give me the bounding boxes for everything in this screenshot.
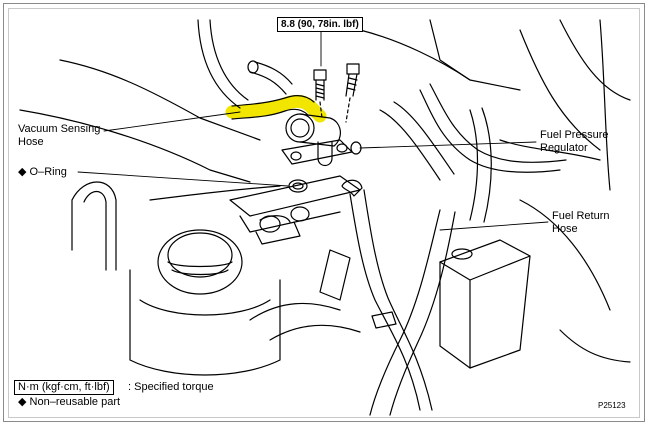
vacuum-hose-highlight: [225, 94, 327, 123]
bolt-left-dash: [319, 101, 323, 119]
torque-spec-box: 8.8 (90, 78in. lbf): [277, 17, 363, 32]
bracket-mid: [319, 249, 351, 301]
left-curved-hose-b: [83, 190, 107, 271]
hose-right-c: [379, 109, 441, 181]
bolt-right: [345, 63, 360, 97]
o-ring: [288, 179, 308, 193]
fender-line-b: [599, 19, 611, 191]
engine-outline-b: [19, 109, 251, 183]
right-box: [439, 239, 531, 369]
reservoir: [129, 229, 281, 376]
engine-outline-e: [429, 19, 521, 91]
bolt-left: [313, 69, 327, 101]
o-ring-label: ◆ O–Ring: [18, 166, 67, 178]
hose-top-left-c: [254, 61, 293, 85]
vacuum-hose-label-line1: Vacuum Sensing: [18, 123, 101, 135]
diamond-icon: ◆: [18, 396, 27, 408]
engine-outline-g: [559, 19, 631, 101]
hose-top-left-b: [209, 19, 249, 101]
fender-line-c: [559, 329, 631, 363]
hose-long-b: [389, 211, 456, 416]
return-hose-label-line1: Fuel Return: [552, 210, 610, 222]
pipe-mid-b: [269, 324, 361, 341]
vacuum-hose-outline-bottom: [231, 108, 309, 120]
left-curved-hose-a: [71, 181, 117, 271]
hose-right-f: [481, 107, 492, 223]
leader-return-hose: [439, 221, 549, 231]
hose-right-e: [469, 109, 479, 221]
hose-top-left-a: [197, 19, 241, 109]
fender-line-a: [519, 199, 611, 311]
engine-outline-a: [59, 59, 261, 141]
hose-clamp: [341, 179, 363, 197]
bolt-right-dash: [345, 97, 351, 123]
fuel-rail: [229, 175, 361, 245]
vacuum-hose-label: Vacuum Sensing Hose: [18, 123, 100, 149]
engine-outline-c: [149, 185, 281, 201]
hose-end-top: [247, 60, 259, 74]
engine-outline-f: [519, 29, 601, 151]
regulator-label-line2: Regulator: [540, 142, 588, 154]
vacuum-hose-outline-top: [231, 95, 315, 107]
hose-clamp-lower: [371, 311, 397, 329]
pipe-mid-a: [249, 302, 341, 321]
inner-frame: [8, 8, 640, 418]
return-hose-label-line2: Hose: [552, 223, 578, 235]
regulator-label-line1: Fuel Pressure: [540, 129, 609, 141]
leader-o-ring: [77, 171, 289, 187]
hose-right-d: [393, 101, 455, 175]
leader-regulator: [359, 141, 537, 149]
fuel-return-hose-label: Fuel Return Hose: [552, 210, 609, 236]
legend-torque-desc: : Specified torque: [128, 381, 214, 393]
fuel-return-hose-a: [349, 193, 421, 411]
fuel-return-hose-b: [363, 189, 433, 411]
outer-frame: [3, 3, 645, 422]
legend-nonreusable: ◆ Non–reusable part: [18, 396, 120, 409]
figure-code: P25123: [598, 401, 626, 410]
engine-outline-d: [359, 29, 471, 81]
hose-right-a: [419, 89, 561, 173]
hose-right-b: [429, 83, 567, 163]
regulator-body: [281, 113, 362, 167]
hose-long-a: [369, 209, 441, 416]
fuel-pressure-regulator-label: Fuel Pressure Regulator: [540, 129, 608, 155]
vacuum-hose-label-line2: Hose: [18, 136, 44, 148]
hose-top-left-d: [249, 71, 287, 95]
legend-nonreusable-desc: Non–reusable part: [29, 396, 121, 408]
legend-torque-unit: N·m (kgf·cm, ft·lbf): [14, 380, 114, 395]
leader-vacuum-hose: [103, 111, 241, 132]
